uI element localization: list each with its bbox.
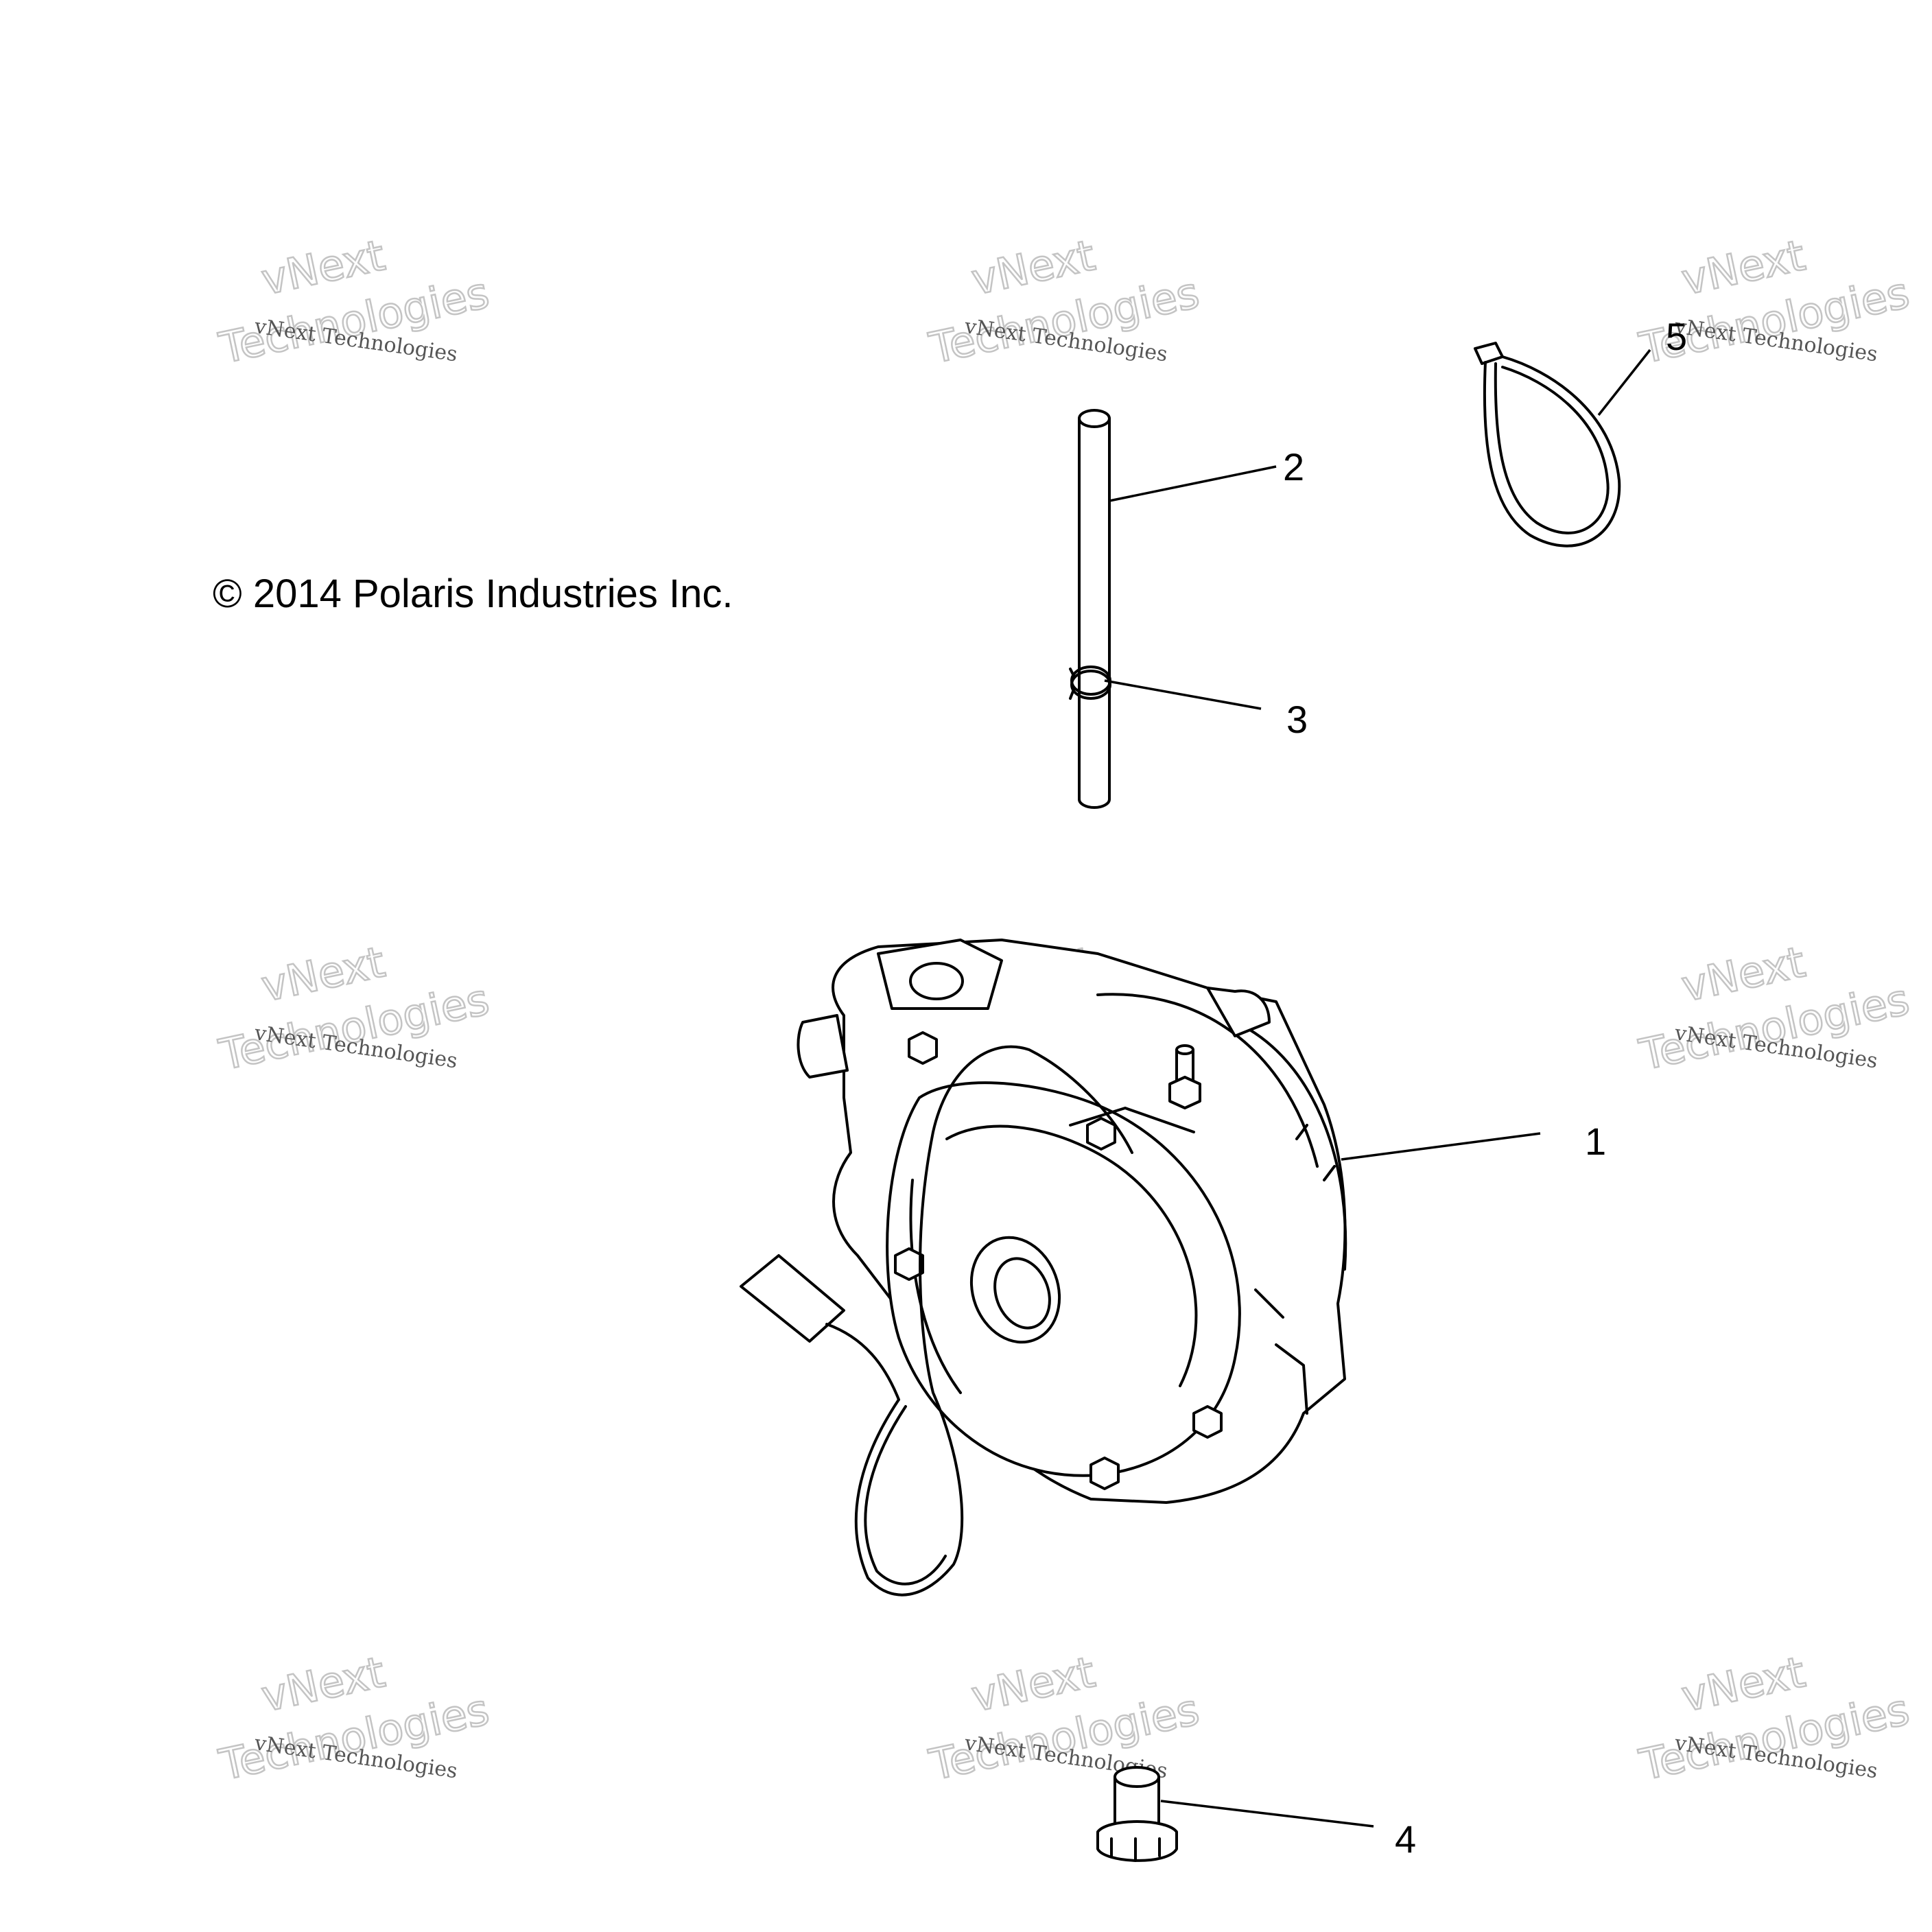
leader-line-3 <box>1104 679 1262 710</box>
leader-line-4 <box>1160 1800 1374 1828</box>
part-1-gearcase <box>740 939 1347 1597</box>
vent-fitting <box>1168 1044 1201 1109</box>
copyright-text: © 2014 Polaris Industries Inc. <box>213 572 733 616</box>
bolt <box>1192 1405 1223 1439</box>
sensor-connector <box>740 1254 900 1401</box>
callout-5: 5 <box>1666 315 1687 358</box>
bolt <box>1086 1117 1116 1151</box>
part-5-cable-tie <box>1474 342 1621 547</box>
callout-1: 1 <box>1585 1120 1606 1163</box>
callout-4: 4 <box>1395 1817 1416 1861</box>
leader-line-1 <box>1341 1132 1541 1161</box>
callout-2: 2 <box>1283 445 1304 488</box>
callout-3: 3 <box>1286 698 1308 741</box>
leader-line-5 <box>1597 349 1651 416</box>
leader-line-2 <box>1109 465 1277 502</box>
bolt <box>894 1247 924 1281</box>
bolt <box>908 1031 938 1065</box>
bolt <box>1089 1457 1120 1490</box>
part-3-clamp <box>1069 665 1111 700</box>
part-2-hose <box>1078 409 1111 809</box>
part-4-bolt <box>1096 1766 1178 1862</box>
